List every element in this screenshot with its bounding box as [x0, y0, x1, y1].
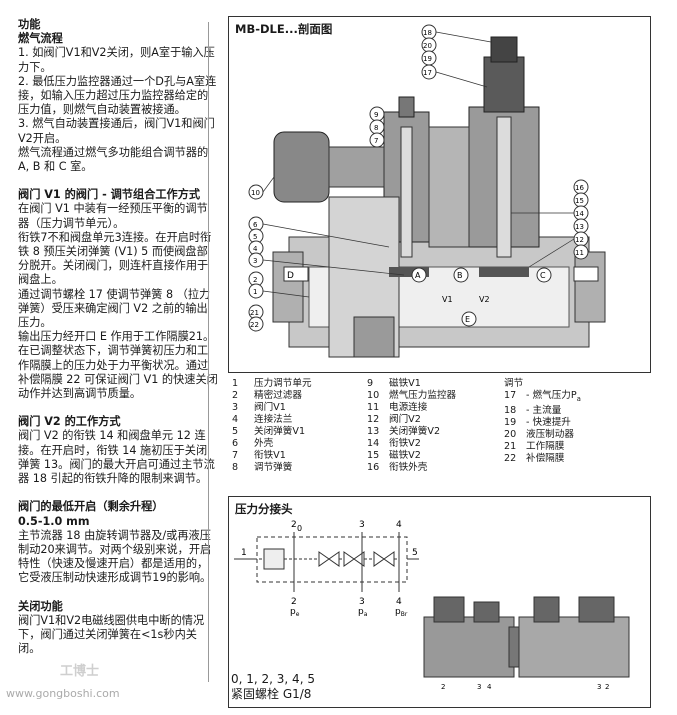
paragraph: 通过调节螺栓 17 使调节弹簧 8 （拉力弹簧）受压来确定阀门 V2 之前的输出…	[18, 287, 211, 330]
valve-unit-front: 2 3 4	[423, 596, 525, 691]
symbol-pa: pa	[358, 607, 368, 618]
callout-7: 7	[374, 137, 378, 145]
svg-text:4: 4	[487, 683, 492, 691]
paragraph: 输出压力经开口 E 作用于工作隔膜21。在已调整状态下，调节弹簧初压力和工作隔膜…	[18, 330, 218, 401]
section-title-v1: 阀门 V1 的阀门 - 调节组合工作方式	[18, 188, 201, 202]
svg-text:D: D	[287, 271, 294, 281]
callout-22: 22	[250, 321, 259, 329]
callout-12: 12	[575, 236, 584, 244]
pressure-tap-panel: 压力分接头 1 2 2 pe 3 3 pa 4 4 pBr 5 0 2 3	[228, 496, 651, 708]
diagram-title: MB-DLE...剖面图	[235, 22, 333, 36]
callout-17: 17	[423, 69, 432, 77]
chamber-label-a: A	[415, 271, 421, 280]
callout-15: 15	[575, 197, 584, 205]
callout-4: 4	[253, 245, 258, 253]
paragraph: 衔铁7不和阀盘单元3连接。在开启时衔铁 8 预压关闭弹簧 (V1) 5 而使阀盘…	[18, 230, 212, 287]
symbol-pe: pe	[290, 607, 300, 618]
callout-9: 9	[374, 111, 378, 119]
paragraph: 阀门V1和V2电磁线圈供电中断的情况下，阀门通过关闭弹簧在<1s秒内关闭。	[18, 613, 205, 656]
tap-num-3: 3	[359, 520, 365, 530]
callout-13: 13	[575, 223, 584, 231]
tap-num-5: 5	[412, 548, 418, 558]
tap-num-4: 4	[396, 520, 402, 530]
svg-text:3: 3	[359, 597, 365, 607]
footer-notes: 0, 1, 2, 3, 4, 5 紧固螺栓 G1/8	[231, 672, 315, 702]
section-title-close: 关闭功能	[18, 599, 63, 613]
section-title-v2: 阀门 V2 的工作方式	[18, 415, 121, 429]
cross-section-drawing: D A B C E V1 V2 10 9 8 7 6 5 4 3 2 1 21 …	[248, 24, 606, 358]
svg-text:2: 2	[291, 597, 297, 607]
paragraph: 2. 最低压力监控器通过一个D孔与A室连接，如输入压力超过压力监控器给定的压力值…	[18, 74, 217, 117]
section-subtitle-gas-flow: 燃气流程	[18, 32, 63, 46]
chamber-label-b: B	[457, 271, 463, 280]
callout-11: 11	[575, 249, 584, 257]
paragraph: 在阀门 V1 中装有一经预压平衡的调节器（压力调节单元）。	[18, 202, 208, 230]
paragraph: 阀门 V2 的衔铁 14 和阀盘单元 12 连接。在开启时，衔铁 14 施初压于…	[18, 429, 215, 486]
paragraph: 主节流器 18 由旋转调节器及/或再液压制动20来调节。对两个级别来说，开启特性…	[18, 528, 212, 585]
svg-text:2: 2	[605, 683, 609, 691]
valve-label-v1: V1	[442, 295, 453, 304]
chamber-label-e: E	[465, 315, 470, 324]
callout-20: 20	[423, 42, 432, 50]
screw-spec: 紧固螺栓 G1/8	[231, 687, 312, 701]
callout-18: 18	[423, 29, 432, 37]
callouts-right: 18 20 19 17 16 15 14 13 12 11	[421, 24, 589, 268]
pressure-schematic: 1 2 2 pe 3 3 pa 4 4 pBr 5 0 2 3 4	[234, 520, 630, 691]
callout-14: 14	[575, 210, 584, 218]
paragraph: 燃气流程通过燃气多功能组合调节器的A, B 和 C 室。	[18, 145, 209, 174]
svg-text:4: 4	[396, 597, 402, 607]
tap-num-1: 1	[241, 548, 247, 558]
svg-text:0: 0	[297, 524, 302, 533]
valve-label-v2: V2	[479, 295, 490, 304]
callouts-left: 10 9 8 7 6 5 4 3 2 1 21 22	[248, 106, 405, 332]
section-title-min-opening: 阀门的最低开启（剩余升程）	[18, 500, 164, 514]
tap-list: 0, 1, 2, 3, 4, 5	[231, 672, 315, 686]
symbol-pbr: pBr	[395, 607, 408, 618]
svg-text:3: 3	[477, 683, 481, 691]
paragraph: 1. 如阀门V1和V2关闭，则A室于输入压力下。	[18, 46, 215, 74]
watermark-brand: 工博士	[60, 664, 100, 679]
section-subtitle-range: 0.5-1.0 mm	[18, 514, 90, 528]
callout-2: 2	[253, 276, 257, 284]
callout-8: 8	[374, 124, 378, 132]
tap-num-2: 2	[291, 520, 297, 530]
callout-16: 16	[575, 184, 584, 192]
callout-5: 5	[253, 233, 257, 241]
description-column: 功能 燃气流程 1. 如阀门V1和V2关闭，则A室于输入压力下。 2. 最低压力…	[18, 18, 218, 656]
cross-section-panel: MB-DLE...剖面图 D A B C	[228, 16, 651, 373]
section-title-function: 功能	[18, 18, 41, 31]
svg-text:3: 3	[597, 683, 601, 691]
chamber-label-c: C	[540, 271, 546, 280]
callout-3: 3	[253, 257, 257, 265]
svg-text:2: 2	[441, 683, 445, 691]
watermark-site: www.gongboshi.com	[6, 687, 120, 700]
valve-unit-side: 3 2	[518, 596, 630, 691]
callout-19: 19	[423, 55, 432, 63]
column-divider	[208, 22, 209, 682]
callout-10: 10	[251, 189, 260, 197]
callout-1: 1	[253, 288, 257, 296]
paragraph: 3. 燃气自动装置接通后，阀门V1和阀门V2开启。	[18, 117, 215, 145]
callout-21: 21	[250, 309, 259, 317]
pressure-title: 压力分接头	[235, 502, 293, 516]
callout-6: 6	[253, 221, 258, 229]
